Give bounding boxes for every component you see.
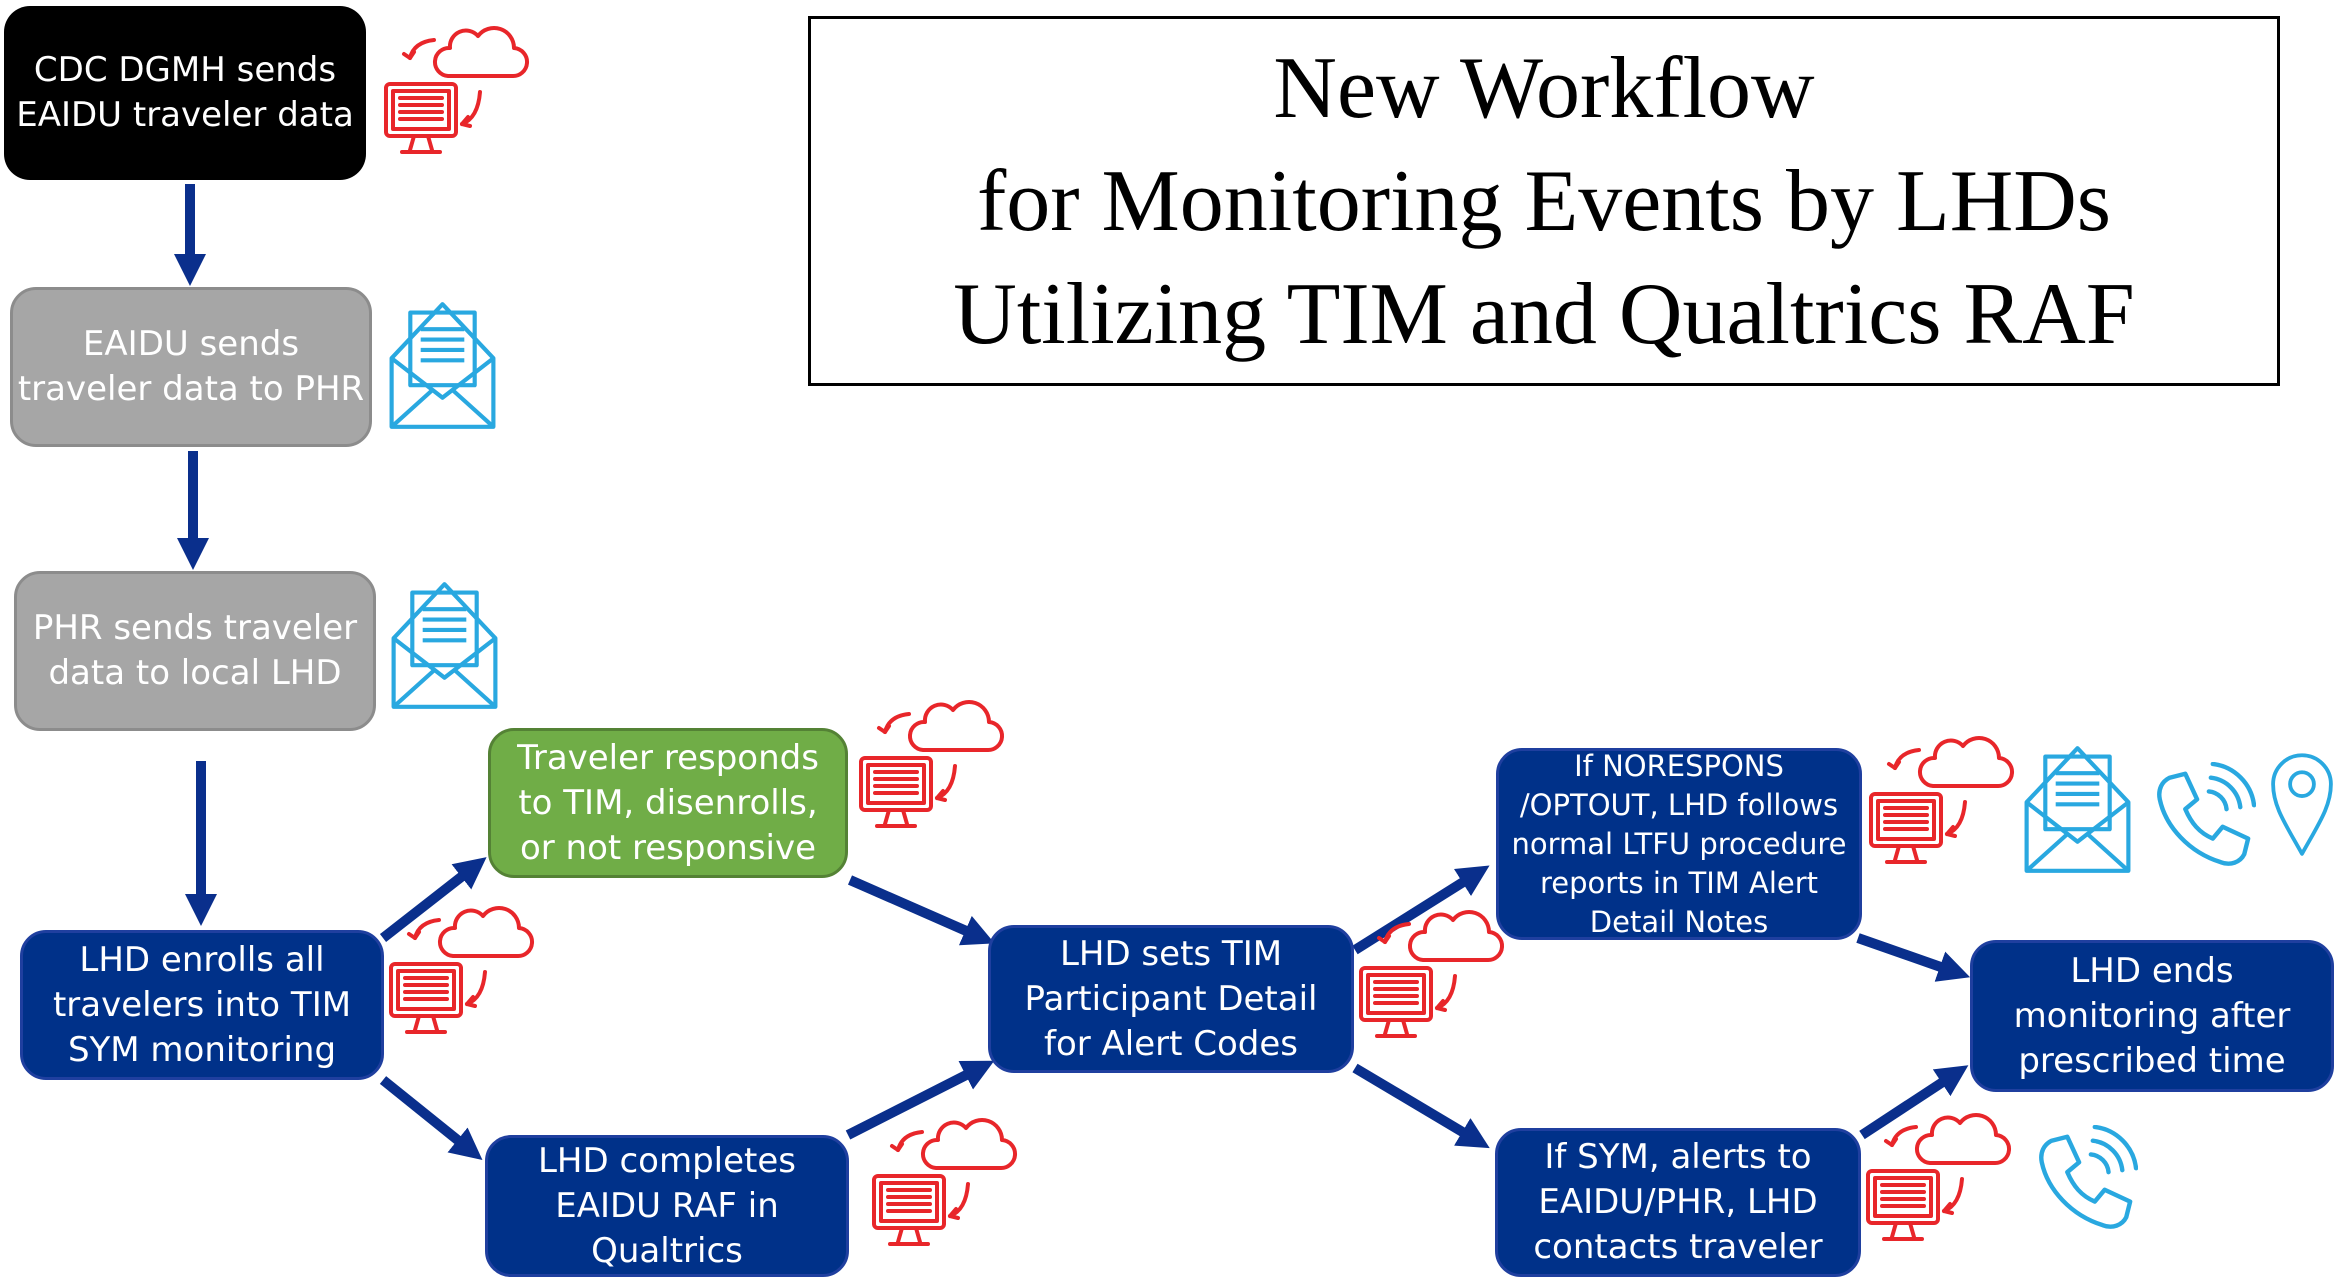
node-cdc-sends-data: CDC DGMH sends EAIDU traveler data	[4, 6, 366, 180]
node-label: EAIDU sends traveler data to PHR	[17, 324, 365, 409]
flow-arrows	[173, 184, 1971, 1161]
node-label: PHR sends traveler data to local LHD	[32, 608, 358, 693]
cloud-sync-icon	[872, 1118, 1018, 1246]
arrow-raf-to-settim	[845, 1060, 995, 1140]
cloud-sync-icon	[1866, 1113, 2012, 1241]
node-label: If NORESPONS /OPTOUT, LHD follows normal…	[1511, 748, 1847, 939]
arrow-settim-to-sym	[1352, 1063, 1490, 1149]
email-icon	[2027, 748, 2129, 871]
node-label: LHD ends monitoring after prescribed tim…	[2013, 950, 2291, 1081]
cloud-sync-icon	[389, 906, 535, 1034]
arrow-norespons-to-ends	[1856, 933, 1971, 982]
node-label: CDC DGMH sends EAIDU traveler data	[16, 50, 354, 135]
title-box: New Workflow for Monitoring Events by LH…	[808, 16, 2280, 386]
node-label: LHD sets TIM Participant Detail for Aler…	[1024, 933, 1318, 1064]
arrow-enroll-to-traveler	[379, 857, 487, 942]
arrow-enroll-to-raf	[379, 1076, 483, 1161]
title-line-2: for Monitoring Events by LHDs	[976, 152, 2112, 250]
node-lhd-ends-monitoring: LHD ends monitoring after prescribed tim…	[1970, 940, 2334, 1092]
node-label: LHD completes EAIDU RAF in Qualtrics	[537, 1140, 797, 1271]
node-if-norespons: If NORESPONS /OPTOUT, LHD follows normal…	[1496, 748, 1862, 940]
node-label: If SYM, alerts to EAIDU/PHR, LHD contact…	[1533, 1137, 1823, 1267]
node-lhd-completes-raf: LHD completes EAIDU RAF in Qualtrics	[485, 1135, 849, 1277]
phone-icon	[2041, 1127, 2136, 1227]
node-eaidu-sends-data: EAIDU sends traveler data to PHR	[10, 287, 372, 447]
phone-icon	[2159, 764, 2254, 864]
email-icon	[392, 304, 494, 427]
node-lhd-enrolls: LHD enrolls all travelers into TIM SYM m…	[20, 930, 384, 1080]
location-pin-icon	[2273, 755, 2331, 854]
email-icon	[394, 584, 496, 707]
node-label: Traveler responds to TIM, disenrolls, or…	[517, 737, 819, 868]
title-line-1: New Workflow	[1273, 39, 1815, 137]
title-line-3: Utilizing TIM and Qualtrics RAF	[953, 265, 2135, 363]
node-phr-sends-data: PHR sends traveler data to local LHD	[14, 571, 376, 731]
cloud-sync-icon	[1869, 736, 2015, 864]
node-lhd-sets-tim: LHD sets TIM Participant Detail for Aler…	[988, 925, 1354, 1073]
cloud-sync-icon	[384, 25, 530, 154]
cloud-sync-icon	[859, 700, 1005, 828]
arrow-settim-to-norespons	[1352, 865, 1490, 955]
arrow-traveler-to-settim	[847, 875, 995, 946]
node-label: LHD enrolls all travelers into TIM SYM m…	[52, 939, 352, 1070]
arrow-sym-to-ends	[1859, 1065, 1969, 1140]
node-traveler-responds: Traveler responds to TIM, disenrolls, or…	[488, 728, 848, 878]
node-if-sym: If SYM, alerts to EAIDU/PHR, LHD contact…	[1495, 1128, 1861, 1277]
